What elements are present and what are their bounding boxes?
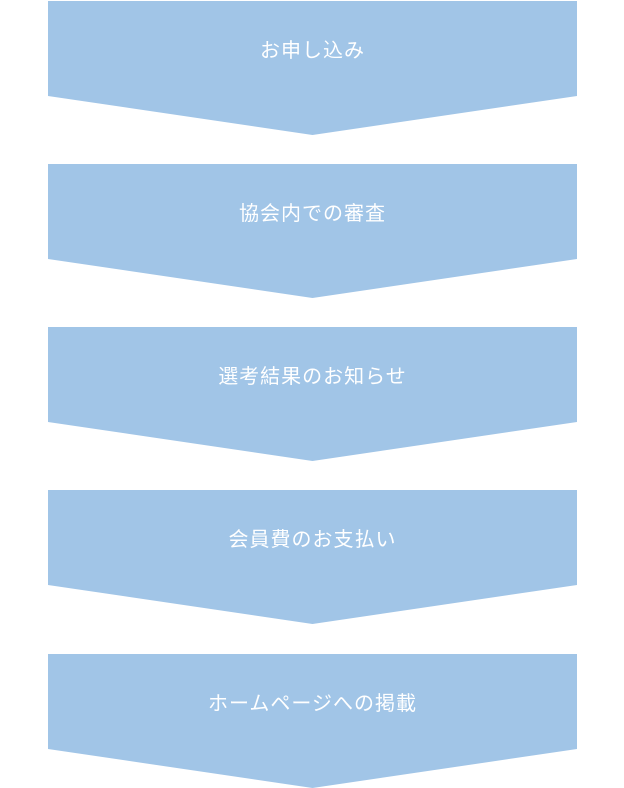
- flow-step-website-listing: ホームページへの掲載: [48, 654, 577, 788]
- flow-step-result-notice: 選考結果のお知らせ: [48, 327, 577, 461]
- flow-step-label: 会員費のお支払い: [228, 527, 397, 551]
- flow-step-label: お申し込み: [260, 38, 365, 62]
- flow-step-label: 選考結果のお知らせ: [218, 364, 407, 388]
- flow-step-label: 協会内での審査: [239, 201, 386, 225]
- flow-step-review: 協会内での審査: [48, 164, 577, 298]
- flow-step-application: お申し込み: [48, 1, 577, 135]
- flow-step-payment: 会員費のお支払い: [48, 490, 577, 624]
- flow-step-label: ホームページへの掲載: [208, 691, 417, 715]
